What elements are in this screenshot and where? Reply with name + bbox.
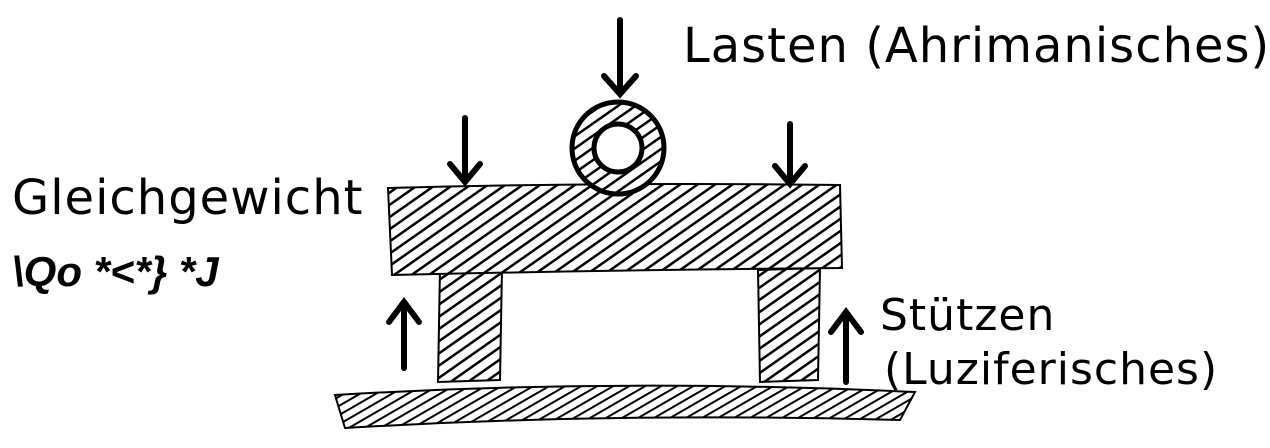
- scribble-label: \Qo *<*} *J: [12, 248, 220, 296]
- loads-label: Lasten (Ahrimanisches): [683, 18, 1270, 74]
- load-ball-highlight: [594, 124, 642, 172]
- supports-sublabel: (Luziferisches): [884, 344, 1218, 395]
- arrow-up-icon: [831, 312, 861, 382]
- arrow-up-icon: [389, 302, 419, 368]
- supports-label: Stützen: [880, 290, 1055, 341]
- arrow-down-icon: [604, 20, 636, 94]
- right-pillar: [758, 268, 820, 382]
- arrow-down-icon: [775, 124, 805, 184]
- ground-slab: [335, 386, 915, 428]
- left-pillar: [438, 268, 502, 382]
- beam: [388, 184, 842, 275]
- balance-label: Gleichgewicht: [12, 170, 363, 226]
- arrow-down-icon: [450, 118, 480, 182]
